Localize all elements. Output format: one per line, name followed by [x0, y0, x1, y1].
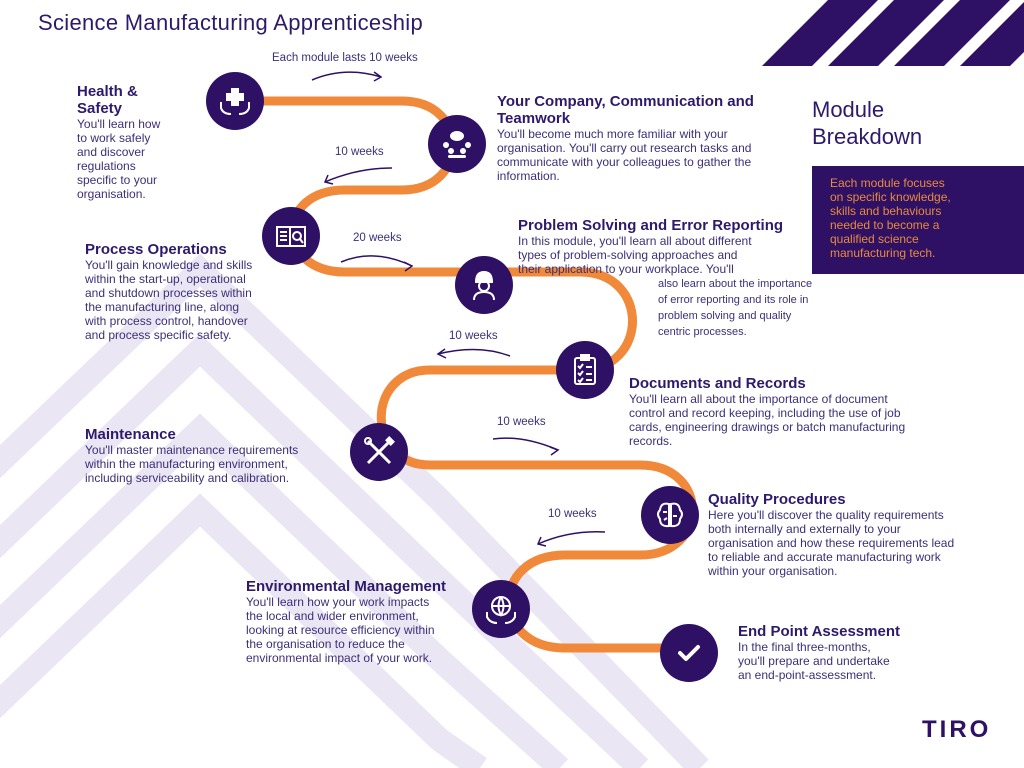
- module-description: You'll learn how your work impacts the l…: [246, 595, 435, 665]
- tiro-logo: TIRO: [922, 716, 992, 743]
- duration-label-3: 20 weeks: [353, 232, 402, 244]
- module-heading: Environmental Management: [246, 578, 447, 595]
- module-description: Here you'll discover the quality require…: [708, 508, 955, 578]
- module-description: You'll become much more familiar with yo…: [497, 127, 752, 183]
- duration-arrow-5: [492, 437, 559, 451]
- module-problem-solving-continued: also learn about the importance of error…: [658, 278, 813, 338]
- module-node-process-operations: [262, 207, 320, 265]
- duration-arrow-6: [537, 531, 606, 545]
- duration-arrow-3: [340, 255, 413, 267]
- duration-arrow-2: [324, 167, 393, 183]
- module-breakdown-title: Module Breakdown: [812, 97, 923, 149]
- duration-arrow-4: [437, 348, 511, 357]
- module-heading: Process Operations: [85, 241, 227, 258]
- module-node-problem-solving: [455, 256, 513, 314]
- module-health-safety: Health & Safety You'll learn how to work…: [77, 83, 202, 201]
- book-magnifier-icon: [276, 226, 306, 247]
- page-title: Science Manufacturing Apprenticeship: [38, 10, 424, 35]
- module-node-documents: [556, 341, 614, 399]
- duration-label-2: 10 weeks: [335, 146, 384, 158]
- checkmark-icon: [678, 645, 700, 661]
- duration-label-4: 10 weeks: [449, 330, 498, 342]
- module-quality: Quality Procedures Here you'll discover …: [708, 491, 1008, 578]
- module-breakdown-box: Each module focuses on specific knowledg…: [812, 166, 1024, 274]
- module-maintenance: Maintenance You'll master maintenance re…: [85, 426, 335, 485]
- module-heading: Quality Procedures: [708, 491, 846, 508]
- corner-stripes: [762, 0, 1024, 66]
- health-cross-hands-icon: [220, 88, 250, 115]
- duration-label-6: 10 weeks: [548, 508, 597, 520]
- module-node-health-safety: [206, 72, 264, 130]
- module-end-point: End Point Assessment In the final three-…: [738, 623, 938, 682]
- duration-label-1: Each module lasts 10 weeks: [272, 52, 418, 64]
- team-chat-icon: [443, 131, 471, 158]
- module-heading: Documents and Records: [629, 375, 806, 392]
- module-environmental: Environmental Management You'll learn ho…: [246, 578, 476, 665]
- module-company: Your Company, Communication and Teamwork…: [497, 93, 807, 183]
- module-description: You'll learn all about the importance of…: [629, 392, 906, 448]
- module-heading: Problem Solving and Error Reporting: [518, 217, 784, 234]
- module-description: You'll master maintenance requirements w…: [85, 443, 299, 485]
- module-heading: Health & Safety: [77, 83, 138, 117]
- module-description: In the final three-months, you'll prepar…: [738, 640, 890, 682]
- module-description: In this module, you'll learn all about d…: [518, 234, 752, 276]
- module-description: You'll gain knowledge and skills within …: [85, 258, 253, 342]
- wrench-hammer-icon: [364, 436, 395, 465]
- module-problem-solving: Problem Solving and Error Reporting In t…: [518, 217, 808, 276]
- module-node-quality: [641, 486, 699, 544]
- module-heading: Maintenance: [85, 426, 176, 443]
- duration-arrows: [311, 71, 606, 547]
- module-description: You'll learn how to work safely and disc…: [77, 117, 161, 201]
- module-node-company: [428, 115, 486, 173]
- clipboard-checklist-icon: [574, 354, 596, 385]
- duration-arrow-1: [311, 71, 382, 81]
- module-heading: End Point Assessment: [738, 623, 900, 640]
- globe-hands-icon: [486, 596, 516, 624]
- module-node-end-point: [660, 624, 718, 682]
- background-chevrons: [0, 253, 709, 768]
- module-heading: Your Company, Communication and Teamwork: [497, 93, 754, 127]
- module-node-maintenance: [350, 423, 408, 481]
- duration-label-5: 10 weeks: [497, 416, 546, 428]
- worker-icon: [473, 270, 495, 301]
- module-node-environmental: [472, 580, 530, 638]
- brain-icon: [657, 502, 683, 528]
- module-documents: Documents and Records You'll learn all a…: [629, 375, 959, 448]
- orange-route-line: [231, 96, 697, 653]
- module-process-operations: Process Operations You'll gain knowledge…: [85, 241, 285, 342]
